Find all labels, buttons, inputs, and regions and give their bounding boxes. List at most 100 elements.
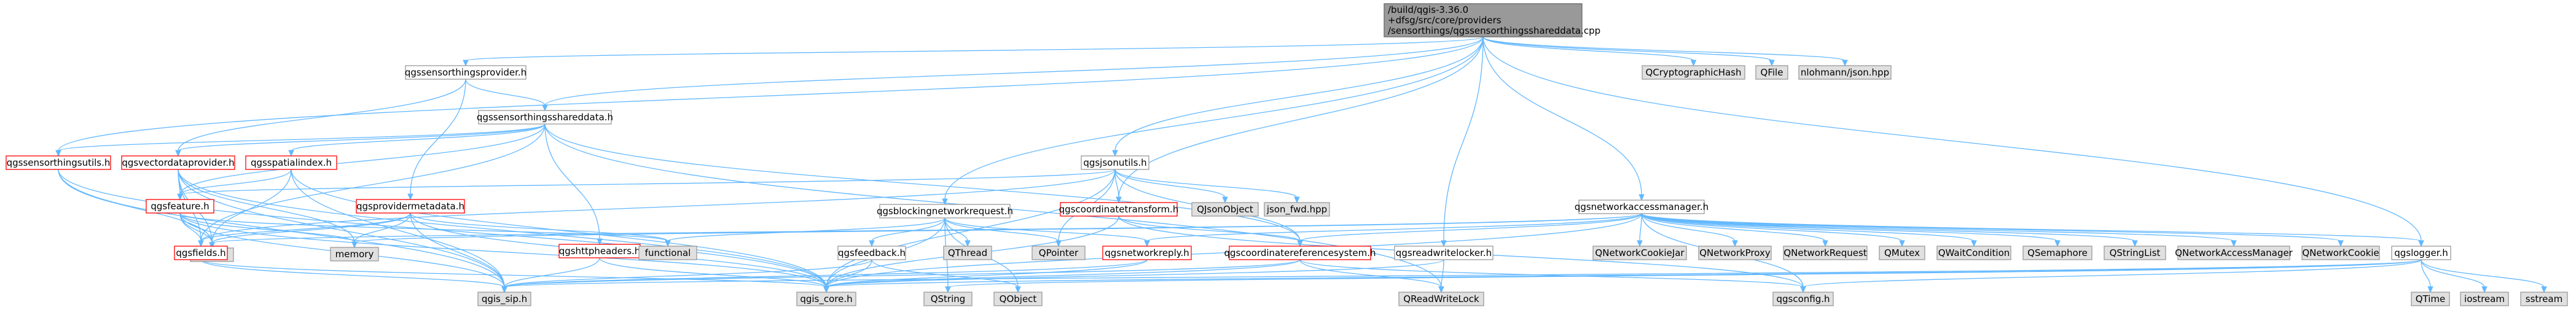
node-label: qgsvectordataprovider.h	[122, 157, 234, 168]
node-feature-h[interactable]: qgsfeature.h	[146, 199, 214, 214]
edge-line	[58, 169, 213, 244]
node-box	[2391, 246, 2451, 260]
node-box	[638, 246, 697, 260]
node-label: qgsreadwritelocker.h	[1396, 247, 1492, 258]
include-edge-logger_h-to-qtime	[2421, 259, 2433, 293]
node-shared-h[interactable]: qgssensorthingsshareddata.h	[477, 110, 613, 125]
include-edge-feature_h-to-functional	[179, 212, 671, 247]
edge-line	[179, 212, 355, 243]
node-qfile: QFile	[1755, 65, 1788, 80]
node-provider-h[interactable]: qgssensorthingsprovider.h	[405, 65, 527, 80]
edge-arrowhead	[2427, 286, 2433, 293]
edge-line	[1482, 36, 1694, 61]
edge-line	[291, 169, 827, 288]
node-root[interactable]: /build/qgis-3.36.0+dfsg/src/core/provide…	[1384, 3, 1600, 37]
node-box	[356, 199, 465, 214]
node-label: QSemaphore	[2027, 247, 2088, 258]
edge-arrowhead	[1222, 196, 1228, 204]
edge-line	[1299, 259, 1442, 288]
include-edge-nam_h-to-netproxy	[1641, 213, 1738, 247]
edge-line	[179, 169, 1116, 195]
edge-arrowhead	[942, 198, 948, 206]
node-label: json_fwd.hpp	[1266, 204, 1327, 215]
edge-arrowhead	[1438, 286, 1444, 293]
node-blocking-h[interactable]: qgsblockingnetworkrequest.h	[877, 204, 1013, 219]
edge-line	[465, 79, 546, 106]
node-box	[2177, 246, 2290, 260]
node-label: qgshttpheaders.h	[559, 246, 641, 257]
node-vdp-h[interactable]: qgsvectordataprovider.h	[121, 155, 235, 170]
node-qtime: QTime	[2411, 292, 2450, 306]
node-cookie: QNetworkCookie	[2301, 246, 2380, 260]
edge-arrowhead	[2231, 240, 2237, 247]
node-nam-h[interactable]: qgsnetworkaccessmanager.h	[1575, 200, 1709, 214]
node-box	[174, 246, 228, 260]
edge-line	[826, 259, 872, 288]
edge-line	[1641, 213, 2341, 242]
node-box	[796, 292, 856, 306]
node-label: iostream	[2464, 293, 2505, 304]
node-box	[2460, 292, 2509, 306]
include-edge-logger_h-to-sstream	[2421, 259, 2547, 293]
edge-line	[544, 36, 1484, 106]
node-memory: memory	[330, 247, 379, 262]
node-box	[1578, 200, 1705, 214]
edge-arrowhead	[1116, 196, 1122, 204]
edge-arrowhead	[2132, 240, 2138, 247]
include-edge-provmeta_h-to-qgsfields_h	[198, 212, 411, 247]
node-box	[121, 155, 235, 170]
node-label: functional	[645, 247, 691, 258]
edge-line	[826, 259, 1301, 288]
node-qgis-core: qgis_core.h	[796, 292, 856, 306]
edge-line	[178, 169, 355, 243]
node-sstream: sstream	[2520, 292, 2568, 306]
node-label: qgssensorthingsshareddata.h	[477, 112, 613, 123]
node-spatialindex-h[interactable]: qgsspatialindex.h	[245, 155, 337, 170]
node-label: qgis_core.h	[800, 293, 852, 305]
node-label: QNetworkAccessManager	[2175, 247, 2293, 258]
include-edge-nam_h-to-stringlist	[1641, 213, 2138, 247]
edge-arrowhead	[1690, 60, 1697, 67]
include-edge-blocking_h-to-qthread	[944, 217, 971, 247]
node-label: QNetworkCookie	[2302, 247, 2379, 258]
node-coordtrans-h[interactable]: qgscoordinatetransform.h	[1059, 202, 1179, 217]
node-jsonutils-h[interactable]: qgsjsonutils.h	[1081, 155, 1149, 170]
node-crs-h[interactable]: qgscoordinatereferencesystem.h	[1224, 246, 1376, 260]
edge-line	[504, 259, 1148, 288]
node-provmeta-h[interactable]: qgsprovidermetadata.h	[356, 199, 465, 214]
edge-arrowhead	[1769, 60, 1775, 67]
node-qmutex: QMutex	[1879, 246, 1925, 260]
node-feedback-h[interactable]: qgsfeedback.h	[837, 246, 906, 260]
edge-arrowhead	[1842, 60, 1848, 67]
node-label: nlohmann/json.hpp	[1801, 67, 1889, 78]
node-label: memory	[335, 249, 374, 260]
node-box	[1755, 65, 1788, 80]
node-label: QNetworkProxy	[1699, 247, 1771, 258]
node-netreply-h[interactable]: qgsnetworkreply.h	[1102, 246, 1192, 260]
node-utils-h[interactable]: qgssensorthingsutils.h	[6, 155, 111, 170]
include-edge-root-to-provider_h	[463, 36, 1484, 67]
include-edge-shared_h-to-vdp_h	[175, 123, 546, 157]
node-qgsfields-h[interactable]: qgsfields.h	[174, 246, 228, 260]
node-functional: functional	[638, 246, 697, 260]
node-label: QFile	[1761, 67, 1783, 78]
edge-line	[465, 36, 1484, 61]
node-box	[923, 292, 973, 306]
include-edge-nam_h-to-logger_h	[1641, 213, 2424, 247]
edge-arrowhead	[198, 240, 204, 247]
node-rwlocker-h[interactable]: qgsreadwritelocker.h	[1394, 246, 1494, 260]
edge-line	[200, 259, 505, 288]
include-edge-root-to-coordtrans_h	[1116, 36, 1484, 204]
node-httpheaders-h[interactable]: qgshttpheaders.h	[558, 244, 641, 258]
edge-line	[1118, 215, 1301, 242]
include-edge-nam_h-to-memory	[351, 213, 1642, 249]
include-edge-nam_h-to-qnam	[1641, 213, 2237, 247]
edge-line	[179, 212, 827, 288]
edge-line	[58, 123, 546, 152]
node-label: qgis_sip.h	[482, 293, 527, 305]
edge-line	[200, 169, 1116, 242]
node-box	[2520, 292, 2568, 306]
edge-line	[1641, 213, 1736, 242]
node-logger-h[interactable]: qgslogger.h	[2391, 246, 2451, 260]
edge-line	[1639, 213, 1642, 242]
